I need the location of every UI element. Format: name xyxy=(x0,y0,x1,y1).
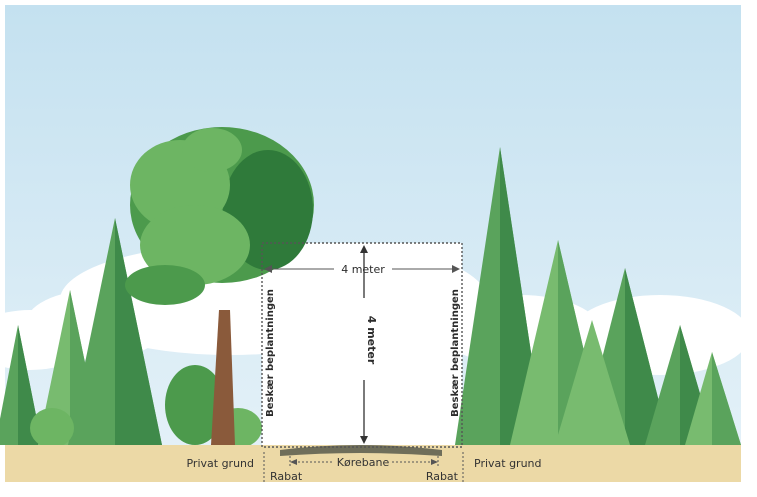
clearance-outline xyxy=(261,242,463,448)
road-label: Kørebane xyxy=(337,456,390,469)
deciduous-tree xyxy=(125,127,314,445)
private-right-label: Privat grund xyxy=(474,457,542,470)
road-surface xyxy=(280,445,442,456)
width-label: 4 meter xyxy=(341,263,385,276)
conifers-right xyxy=(455,147,741,445)
clearance-zone xyxy=(262,243,462,447)
verge-dividers xyxy=(263,452,464,482)
height-label: 4 meter xyxy=(365,316,378,365)
width-dimension xyxy=(264,265,460,273)
height-dimension xyxy=(360,245,368,444)
verge-left-label: Rabat xyxy=(270,470,303,483)
trim-left-label: Beskær beplantningen xyxy=(265,289,276,417)
trim-right-label: Beskær beplantningen xyxy=(450,289,461,417)
road-dimension xyxy=(289,456,439,468)
private-left-label: Privat grund xyxy=(186,457,254,470)
verge-right-label: Rabat xyxy=(426,470,459,483)
